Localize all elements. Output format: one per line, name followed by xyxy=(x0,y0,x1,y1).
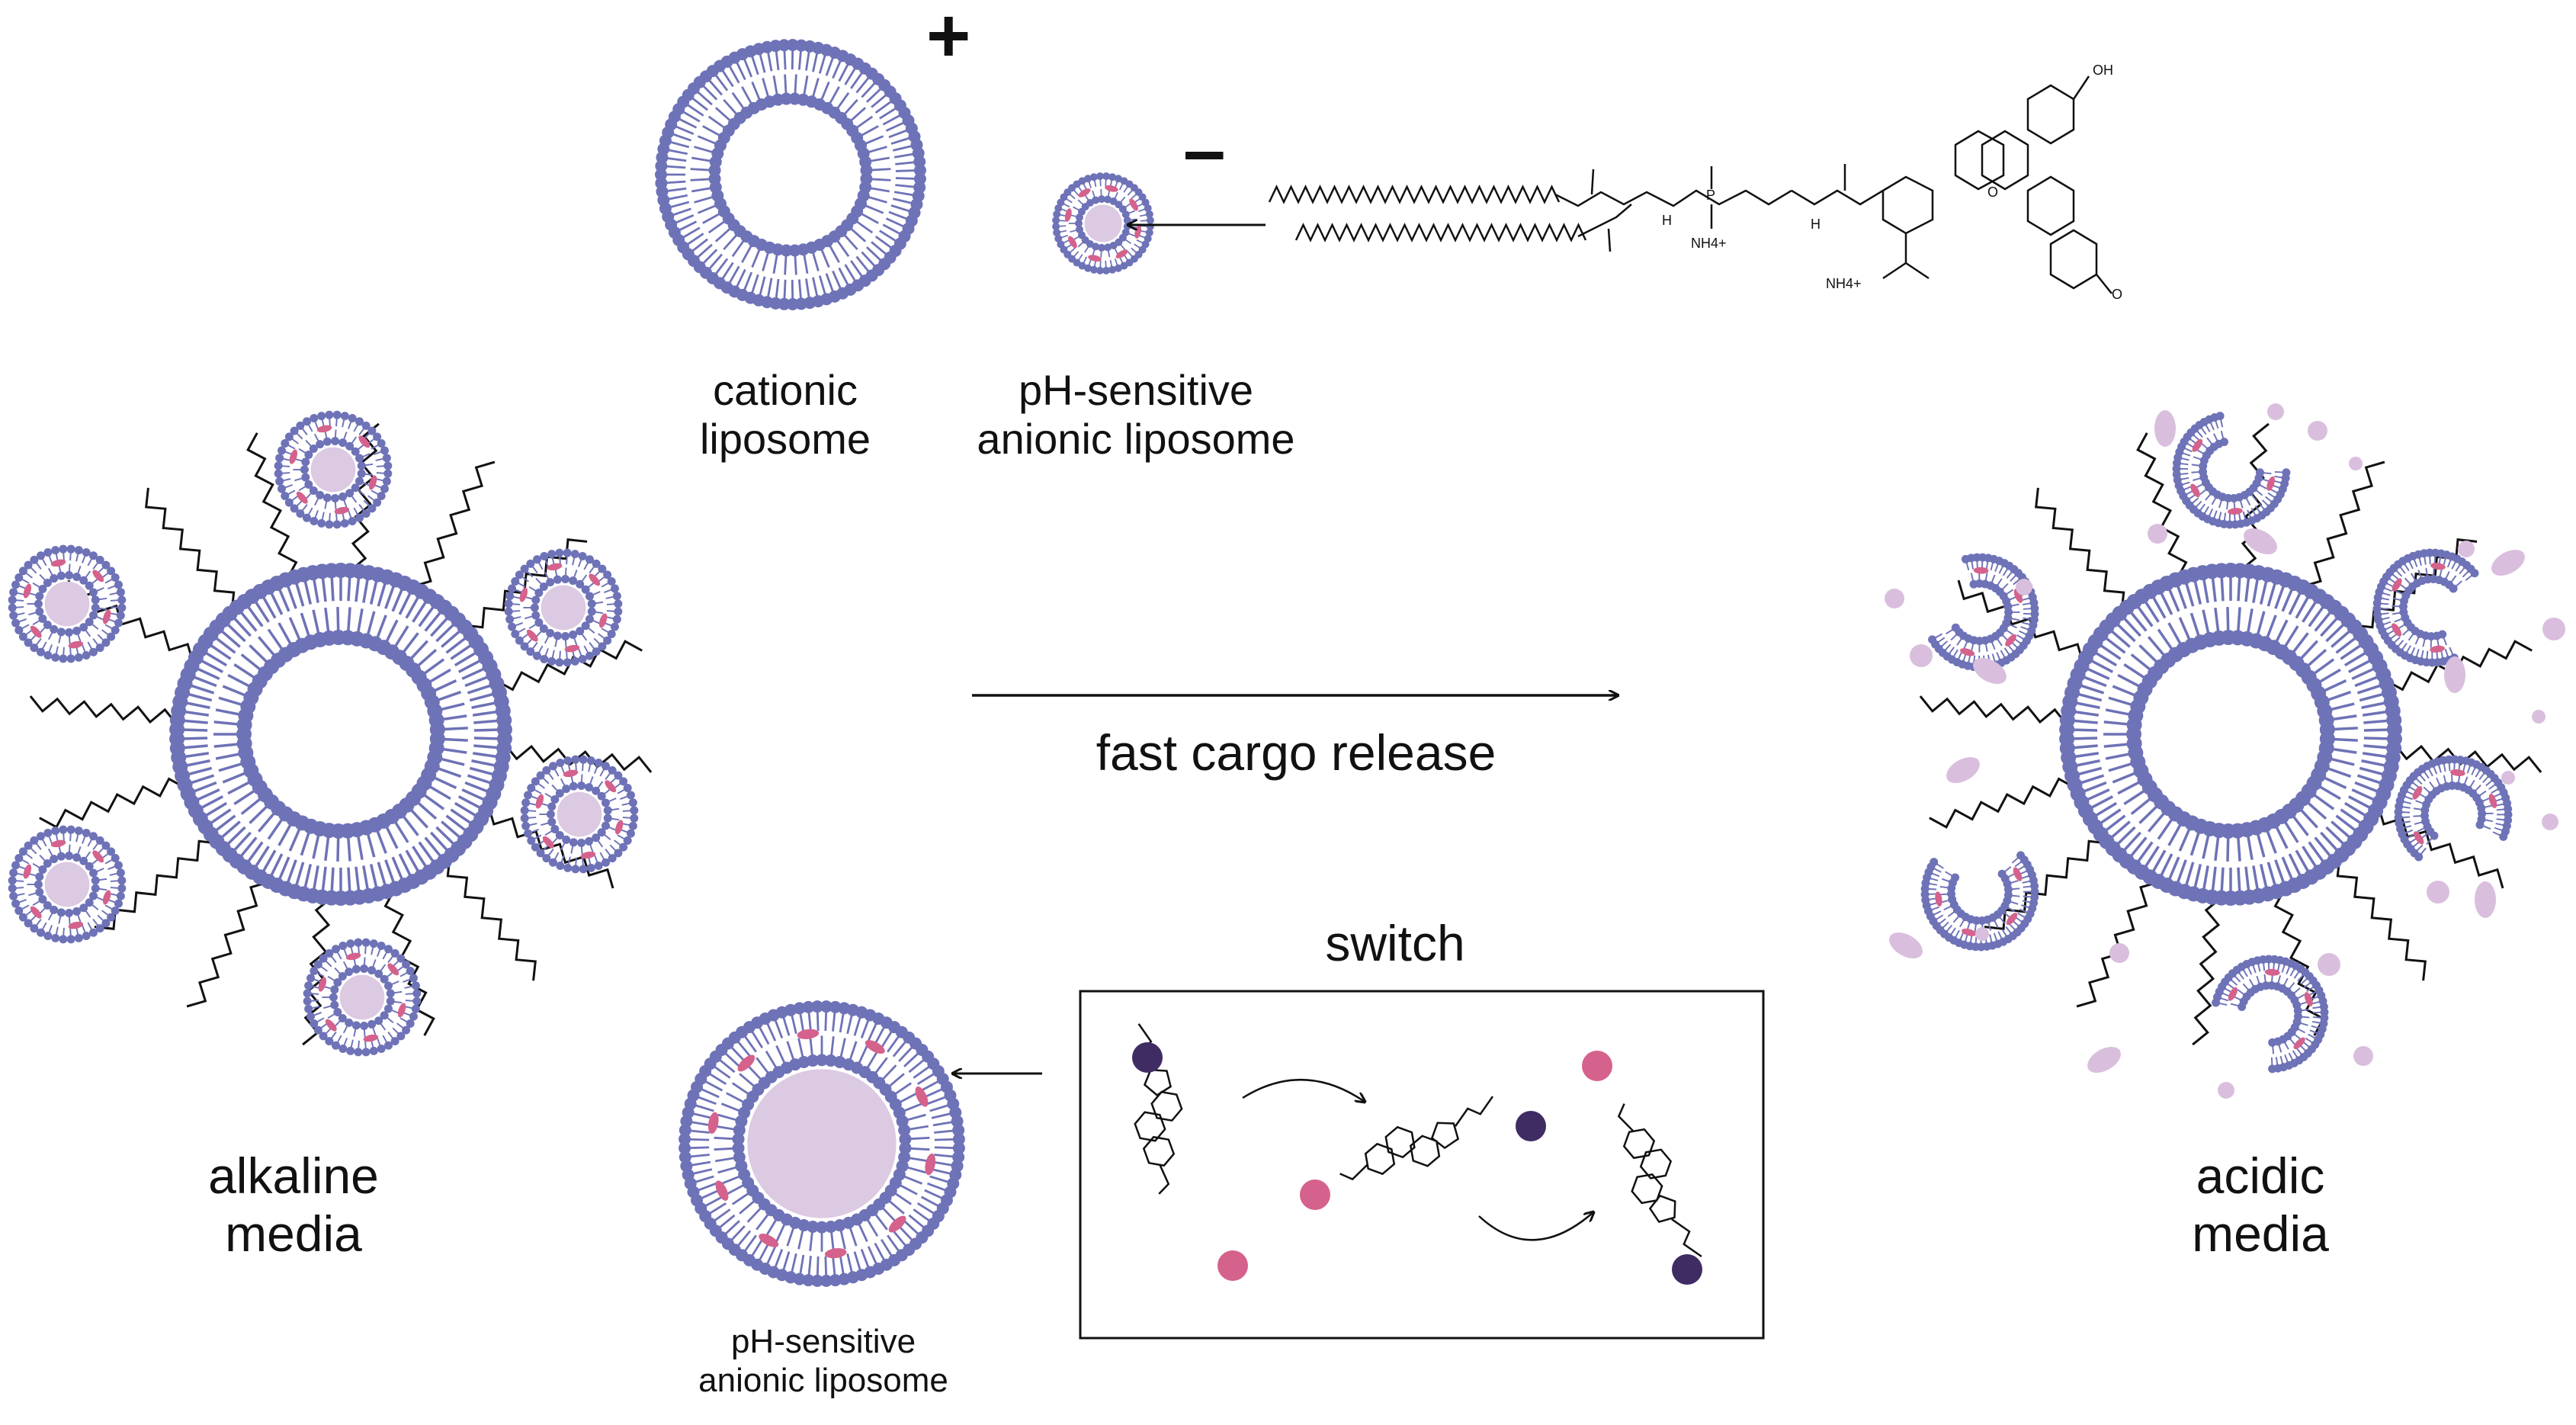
cationic-liposome-top xyxy=(655,39,926,310)
benzoate-ring xyxy=(1881,175,1934,235)
anionic-top-label-line1: pH-sensitive xyxy=(1018,366,1254,414)
p-label: P xyxy=(1706,188,1715,203)
switch-title: switch xyxy=(1325,915,1465,971)
bottom-label-line2: anionic liposome xyxy=(698,1361,948,1399)
xanthene-ring-mid xyxy=(1981,130,2029,191)
anionic-liposome-label-bottom: pH-sensitive anionic liposome xyxy=(656,1323,991,1400)
xanthene-ring-low xyxy=(2049,229,2098,290)
acidic-complex xyxy=(1885,403,2565,1099)
alkaline-label-line2: media xyxy=(225,1205,362,1262)
alkaline-complex xyxy=(8,410,653,1057)
xanthene-ring-left xyxy=(1954,130,2005,191)
alkaline-media-label: alkaline media xyxy=(160,1147,427,1263)
cationic-label-line2: liposome xyxy=(699,415,871,464)
anionic-liposome-top xyxy=(1052,172,1154,274)
anionic-top-label-line2: anionic liposome xyxy=(977,415,1295,464)
structure-atom-labels: OH NH4+ NH4+ H H O O P xyxy=(1662,63,2122,302)
h-label-1: H xyxy=(1662,213,1672,228)
xanthene-ring-bottom xyxy=(2026,175,2075,236)
anionic-liposome-label-top: pH-sensitive anionic liposome xyxy=(945,366,1326,464)
acidic-label-line1: acidic xyxy=(2196,1147,2325,1204)
plus-sign: + xyxy=(926,0,971,79)
cationic-label-line1: cationic xyxy=(713,366,858,414)
alkaline-label-line1: alkaline xyxy=(208,1147,379,1204)
xanthene-ring-top xyxy=(2026,84,2075,145)
switch-mechanism xyxy=(1132,1023,1702,1285)
amide-link xyxy=(1791,189,1884,206)
fast-cargo-release-label: fast cargo release xyxy=(1096,724,1497,781)
fluorescent-lipid-structure xyxy=(1268,75,2112,294)
ester-2 xyxy=(1577,204,1632,238)
ammonium-label-1: NH4+ xyxy=(1691,236,1727,251)
acyl-chain-1 xyxy=(1268,185,1561,204)
oh-label: OH xyxy=(2093,63,2113,78)
acyl-chain-2 xyxy=(1294,223,1587,242)
bottom-label-line1: pH-sensitive xyxy=(730,1323,916,1360)
bottom-ph-sensitive-liposome xyxy=(678,1000,965,1287)
acidic-media-label: acidic media xyxy=(2127,1147,2394,1263)
switch-box xyxy=(1079,990,1765,1340)
h-label-2: H xyxy=(1811,217,1821,232)
cationic-liposome-label: cationic liposome xyxy=(671,366,900,464)
glycerol-backbone xyxy=(1554,189,1792,207)
ammonium-label-2: NH4+ xyxy=(1826,276,1862,291)
acidic-label-line2: media xyxy=(2192,1205,2329,1262)
o-label-2: O xyxy=(2112,287,2122,302)
o-label-1: O xyxy=(1987,185,1998,200)
minus-sign: – xyxy=(1183,108,1226,193)
